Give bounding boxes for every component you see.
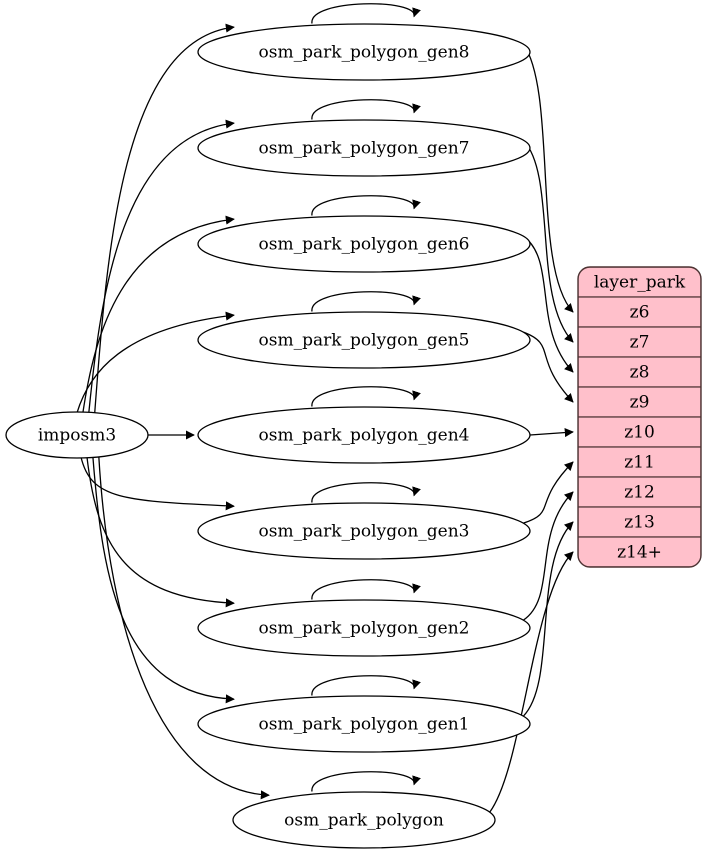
node-shape-gen1 — [197, 695, 531, 753]
edge-self-loop-gen1 — [311, 675, 421, 696]
node-label-gen3: osm_park_polygon_gen3 — [259, 522, 470, 542]
edge-imposm3-to-gen2 — [86, 456, 235, 608]
edge-self-loop-gen4 — [311, 386, 421, 407]
table-node-outline — [577, 266, 702, 568]
node-shape-imposm3 — [5, 411, 149, 459]
node-base[interactable]: osm_park_polygon — [232, 791, 496, 849]
table-row-z9[interactable] — [578, 386, 701, 418]
table-row-label-z8: z8 — [630, 363, 650, 383]
node-shape-gen2 — [197, 599, 531, 657]
edge-gen8-to-row — [522, 43, 574, 313]
table-row-z11[interactable] — [578, 446, 701, 478]
edge-self-loop-gen8 — [311, 3, 421, 24]
edge-imposm3-to-base — [98, 456, 270, 800]
table-row-z10[interactable] — [578, 416, 701, 448]
edge-imposm3-to-gen7 — [88, 119, 235, 414]
node-gen6[interactable]: osm_park_polygon_gen6 — [197, 215, 531, 273]
node-label-gen4: osm_park_polygon_gen4 — [259, 426, 470, 446]
edge-imposm3-to-gen6 — [82, 215, 235, 414]
node-gen7[interactable]: osm_park_polygon_gen7 — [197, 119, 531, 177]
node-label-gen5: osm_park_polygon_gen5 — [259, 331, 470, 351]
table-node-layer_park: layer_park z6 z7 z8 z9 z10 z11 z12 z13 z14+ — [578, 267, 701, 567]
edge-imposm3-to-gen1 — [92, 456, 235, 704]
edge-gen2-to-row — [522, 491, 574, 621]
edge-gen1-to-row — [522, 521, 574, 717]
edge-self-loop-gen5 — [311, 291, 421, 312]
edge-self-loop-gen2 — [311, 579, 421, 600]
table-node-layer: layer_park z6 z7 z8 z9 z10 z11 z12 z13 z14+ — [577, 266, 702, 568]
table-row-label-z6: z6 — [630, 303, 650, 323]
table-row-label-z12: z12 — [624, 483, 655, 503]
edge-base-to-row — [489, 551, 574, 813]
table-row-z7[interactable] — [578, 326, 701, 358]
node-label-imposm3: imposm3 — [38, 426, 116, 446]
edge-self-loop-gen3 — [311, 482, 421, 503]
edge-gen4-to-row — [529, 428, 574, 438]
table-row-z12[interactable] — [578, 476, 701, 508]
table-row-label-z11: z11 — [624, 453, 655, 473]
edge-self-loop-base — [311, 771, 421, 792]
table-row-label-z10: z10 — [624, 423, 655, 443]
edge-self-loop-gen6 — [311, 195, 421, 216]
node-shape-gen7 — [197, 119, 531, 177]
table-header-label: layer_park — [594, 273, 686, 293]
node-gen4[interactable]: osm_park_polygon_gen4 — [197, 406, 531, 464]
node-gen1[interactable]: osm_park_polygon_gen1 — [197, 695, 531, 753]
node-label-gen8: osm_park_polygon_gen8 — [259, 43, 470, 63]
table-row-label-z7: z7 — [630, 333, 650, 353]
node-shape-base — [232, 791, 496, 849]
table-row-label-z9: z9 — [630, 393, 650, 413]
node-label-gen6: osm_park_polygon_gen6 — [259, 235, 470, 255]
node-layer: imposm3 osm_park_polygon_gen8 osm_park_pol… — [5, 23, 531, 849]
node-shape-gen3 — [197, 502, 531, 560]
node-label-gen7: osm_park_polygon_gen7 — [259, 139, 470, 159]
table-row-label-z14p: z14+ — [617, 543, 662, 563]
node-gen3[interactable]: osm_park_polygon_gen3 — [197, 502, 531, 560]
node-label-base: osm_park_polygon — [284, 811, 444, 831]
node-shape-gen4 — [197, 406, 531, 464]
edge-self-loop-gen7 — [311, 99, 421, 120]
node-label-gen1: osm_park_polygon_gen1 — [259, 715, 470, 735]
node-gen5[interactable]: osm_park_polygon_gen5 — [197, 311, 531, 369]
node-shape-gen6 — [197, 215, 531, 273]
table-row-z13[interactable] — [578, 506, 701, 538]
edge-gen5-to-row — [523, 331, 574, 403]
node-gen8[interactable]: osm_park_polygon_gen8 — [197, 23, 531, 81]
node-shape-gen5 — [197, 311, 531, 369]
edge-imposm3-to-gen8 — [94, 23, 235, 414]
edge-gen3-to-row — [523, 461, 574, 524]
edge-imposm3-to-gen5 — [76, 311, 235, 414]
table-row-label-z13: z13 — [624, 513, 655, 533]
edge-layer — [76, 3, 574, 813]
table-row-z14p[interactable] — [578, 536, 701, 567]
node-gen2[interactable]: osm_park_polygon_gen2 — [197, 599, 531, 657]
edge-gen7-to-row — [522, 139, 574, 343]
edge-imposm3-to-gen3 — [80, 456, 235, 511]
node-imposm3[interactable]: imposm3 — [5, 411, 149, 459]
edge-gen6-to-row — [522, 235, 574, 373]
node-label-gen2: osm_park_polygon_gen2 — [259, 619, 470, 639]
node-shape-gen8 — [197, 23, 531, 81]
